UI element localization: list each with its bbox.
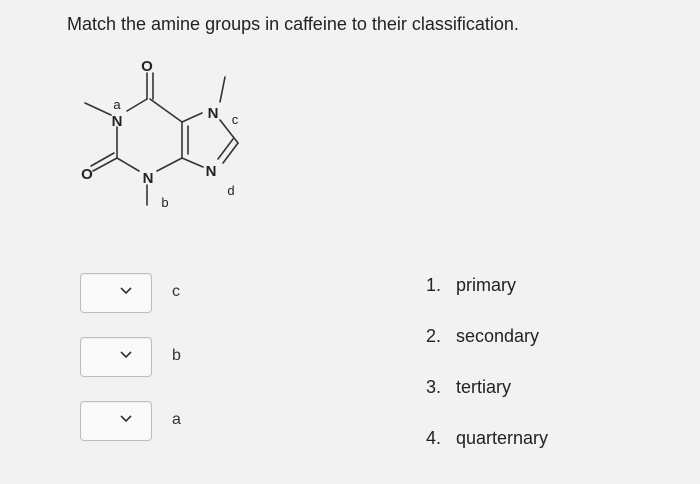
caffeine-structure-drawing: O N a O N b N c N d xyxy=(81,58,239,210)
match-row-a: a xyxy=(80,401,200,443)
chevron-down-icon xyxy=(120,351,132,359)
option-text: primary xyxy=(456,275,517,295)
option-number: 2. xyxy=(426,326,442,346)
label-a: a xyxy=(113,97,121,112)
match-dropdown-b[interactable] xyxy=(80,337,152,377)
match-label-b: b xyxy=(172,347,181,364)
match-dropdown-c[interactable] xyxy=(80,273,152,313)
label-c: c xyxy=(232,112,239,127)
match-label-a: a xyxy=(172,411,181,428)
option-item: 1. primary xyxy=(426,275,516,296)
option-item: 4. quarternary xyxy=(426,428,548,449)
label-d: d xyxy=(227,183,234,198)
oxygen-top-atom: O xyxy=(141,58,153,75)
nitrogen-c-atom: N xyxy=(208,105,219,122)
chevron-down-icon xyxy=(120,415,132,423)
option-item: 2. secondary xyxy=(426,326,539,347)
option-text: secondary xyxy=(456,326,540,346)
option-text: quarternary xyxy=(456,428,549,448)
oxygen-left-atom: O xyxy=(81,166,93,183)
caffeine-structure: O N a O N b N c N d xyxy=(75,55,265,225)
match-dropdown-a[interactable] xyxy=(80,401,152,441)
chevron-down-icon xyxy=(120,287,132,295)
match-label-c: c xyxy=(172,283,180,300)
option-item: 3. tertiary xyxy=(426,377,511,398)
match-row-b: b xyxy=(80,337,200,379)
option-number: 3. xyxy=(426,377,442,397)
label-b: b xyxy=(161,195,168,210)
match-row-c: c xyxy=(80,273,200,315)
nitrogen-d-atom: N xyxy=(206,163,217,180)
option-number: 1. xyxy=(426,275,442,295)
option-text: tertiary xyxy=(456,377,512,397)
question-text: Match the amine groups in caffeine to th… xyxy=(67,14,519,34)
nitrogen-a-atom: N xyxy=(112,113,123,130)
option-number: 4. xyxy=(426,428,442,448)
nitrogen-b-atom: N xyxy=(143,170,154,187)
